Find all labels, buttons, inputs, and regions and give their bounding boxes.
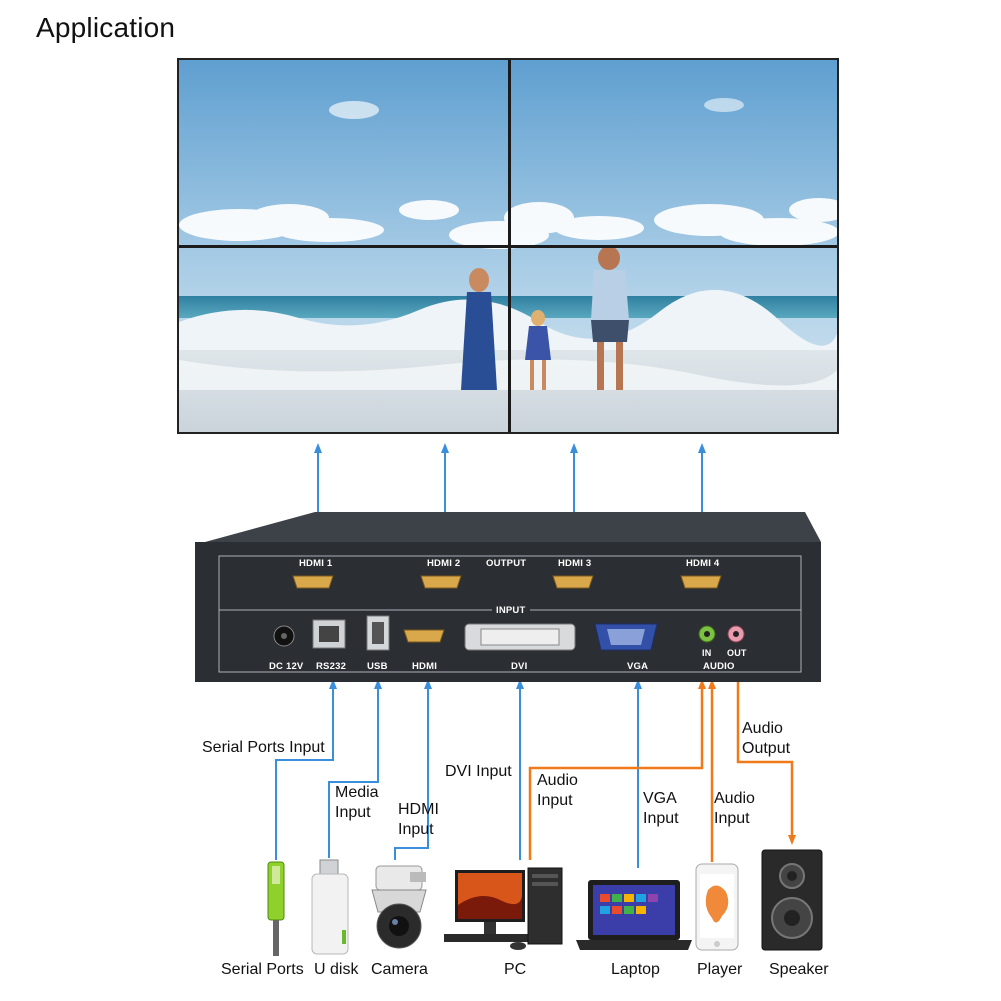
hdmi-out-port-4 xyxy=(680,575,722,589)
pc-audio-line xyxy=(528,679,706,860)
page-title: Application xyxy=(36,12,176,43)
label-hdmi-1: HDMI 1 xyxy=(299,558,333,569)
family-figures xyxy=(461,246,629,390)
label-output: OUTPUT xyxy=(486,558,527,569)
label-audio-in: IN xyxy=(702,648,712,658)
label-hdmi-in: HDMI xyxy=(412,661,438,672)
label-hdmi-4: HDMI 4 xyxy=(686,558,720,569)
label-input: INPUT xyxy=(492,605,530,616)
hdmi-out-port-1 xyxy=(292,575,334,589)
device-name-player: Player xyxy=(697,961,743,978)
beach-scene-image xyxy=(179,60,837,432)
audio-output-line xyxy=(736,680,796,845)
hdmi-input-line xyxy=(394,679,432,860)
device-name-serial-ports: Serial Ports xyxy=(221,961,304,978)
label-dvi: DVI xyxy=(511,661,528,672)
device-name-pc: PC xyxy=(504,961,527,978)
hdmi-out-port-2 xyxy=(420,575,462,589)
video-wall xyxy=(177,58,839,434)
label-usb: USB xyxy=(367,661,388,672)
conn-label-serial: Serial Ports Input xyxy=(202,739,325,756)
media-input-line xyxy=(328,679,382,858)
label-vga: VGA xyxy=(627,661,649,672)
label-audio-out: OUT xyxy=(727,648,747,658)
label-dc12v: DC 12V xyxy=(269,661,304,672)
video-wall-controller: HDMI 1 HDMI 2 OUTPUT HDMI 3 HDMI 4 INPUT… xyxy=(195,512,821,682)
hdmi-out-port-3 xyxy=(552,575,594,589)
device-name-speaker: Speaker xyxy=(769,961,829,978)
label-rs232: RS232 xyxy=(316,661,347,672)
hdmi-in-port xyxy=(403,629,445,643)
label-audio: AUDIO xyxy=(703,661,735,672)
conn-label-dvi: DVI Input xyxy=(445,763,512,780)
label-hdmi-2: HDMI 2 xyxy=(427,558,461,569)
device-name-camera: Camera xyxy=(371,961,428,978)
device-name-laptop: Laptop xyxy=(611,961,660,978)
device-name-u-disk: U disk xyxy=(314,961,359,978)
label-hdmi-3: HDMI 3 xyxy=(558,558,592,569)
serial-input-line xyxy=(275,679,337,860)
